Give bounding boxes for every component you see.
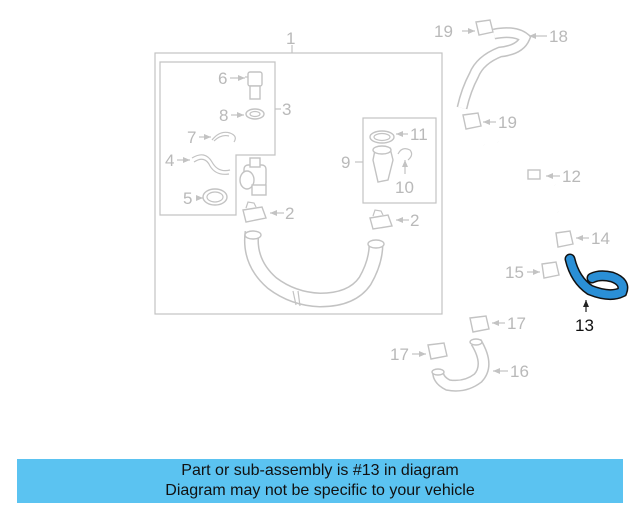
callout-19-top: 19	[434, 22, 453, 41]
callout-17-upper: 17	[507, 314, 526, 333]
part-19-clamp-lower	[462, 112, 482, 130]
caption-line-2: Diagram may not be specific to your vehi…	[165, 482, 475, 499]
subassembly-box-3	[159, 61, 276, 216]
part-16-lower-hose	[431, 338, 490, 392]
part-19-clamp-top	[475, 19, 494, 36]
callout-4: 4	[165, 151, 174, 170]
assembly-box-1	[154, 45, 443, 315]
callout-10: 10	[395, 178, 414, 197]
callout-8: 8	[219, 106, 228, 125]
thermostat-housing	[239, 157, 267, 196]
caption-line-1: Part or sub-assembly is #13 in diagram	[181, 462, 459, 479]
callout-5: 5	[183, 189, 192, 208]
part-15-clamp	[541, 261, 560, 279]
callout-2-left: 2	[285, 204, 294, 223]
callout-15: 15	[505, 263, 524, 282]
callout-7: 7	[187, 128, 196, 147]
callout-12: 12	[562, 167, 581, 186]
main-lower-hose	[243, 230, 385, 308]
part-14-clamp	[555, 230, 574, 248]
part-12-pipe-assembly	[482, 140, 561, 214]
part-18-upper-hose	[456, 27, 532, 110]
callout-6: 6	[218, 69, 227, 88]
caption-banner: Part or sub-assembly is #13 in diagram D…	[17, 459, 623, 503]
part-13-hose-highlighted	[564, 253, 629, 301]
callout-2-right: 2	[410, 211, 419, 230]
part-17-clamp-lower	[427, 342, 448, 360]
part-2-clamp-left	[242, 201, 267, 223]
part-2-clamp-right	[369, 209, 393, 230]
part-9-outlet	[372, 145, 394, 183]
subassembly-box-9	[362, 117, 437, 204]
callout-13-highlighted: 13	[575, 316, 594, 335]
part-6-fitting	[245, 71, 263, 100]
part-7-clip	[211, 131, 236, 143]
callout-3: 3	[282, 100, 291, 119]
part-11-oring	[369, 130, 395, 144]
part-4-spring-clip	[191, 154, 231, 175]
part-8-oring	[245, 108, 265, 120]
callout-19-lower: 19	[498, 113, 517, 132]
part-17-clamp-upper	[469, 315, 490, 333]
callout-1: 1	[286, 29, 295, 48]
callout-17-lower: 17	[390, 345, 409, 364]
callout-9: 9	[341, 153, 350, 172]
callout-11: 11	[410, 125, 428, 144]
callout-18: 18	[549, 27, 568, 46]
callout-16: 16	[510, 362, 529, 381]
part-10-clip	[397, 148, 413, 161]
parts-diagram: 1 2 2 3 4 5 6 7 8 9 10 11 12 13 14 15 16…	[154, 19, 629, 392]
callout-14: 14	[591, 229, 610, 248]
